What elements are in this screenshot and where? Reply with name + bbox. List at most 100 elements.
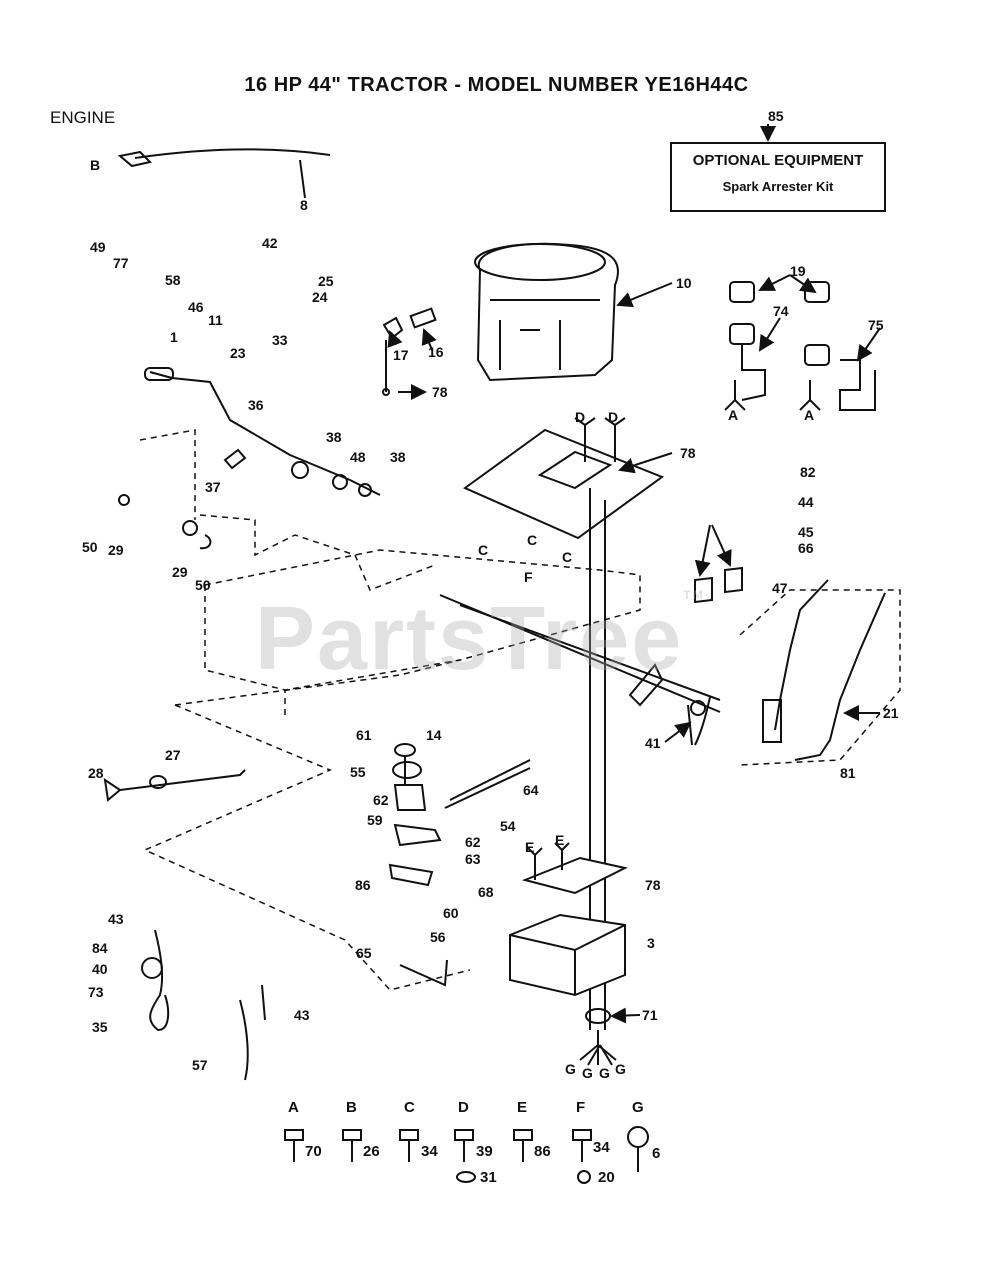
callout-G1: G [565, 1061, 576, 1077]
callout-68: 68 [478, 884, 494, 900]
callout-D1: D [575, 409, 585, 425]
callout-3: 3 [647, 935, 655, 951]
hardware-letter-G: G [632, 1099, 644, 1116]
hardware-letter-F: F [576, 1099, 585, 1116]
watermark-text: PartsTree [255, 589, 684, 689]
callout-36: 36 [248, 397, 264, 413]
callout-8: 8 [300, 197, 308, 213]
callout-54: 54 [500, 818, 516, 834]
callout-23: 23 [230, 345, 246, 361]
callout-43b: 43 [294, 1007, 310, 1023]
callout-16: 16 [428, 344, 444, 360]
hardware-sub-D: 31 [480, 1169, 497, 1186]
callout-F: F [524, 569, 533, 585]
callout-77: 77 [113, 255, 129, 271]
callout-71: 71 [642, 1007, 658, 1023]
callout-48: 48 [350, 449, 366, 465]
hardware-qty-F: 34 [593, 1139, 610, 1156]
callout-37: 37 [205, 479, 221, 495]
section-label: ENGINE [50, 108, 116, 127]
callout-C2: C [527, 532, 537, 548]
callout-50b: 50 [195, 577, 211, 593]
callout-79: 78 [680, 445, 696, 461]
callout-G3: G [599, 1065, 610, 1081]
callout-14: 14 [426, 727, 442, 743]
callout-84: 84 [92, 940, 108, 956]
callout-73: 73 [88, 984, 104, 1000]
hardware-qty-A: 70 [305, 1143, 322, 1160]
callout-35: 35 [92, 1019, 108, 1035]
hardware-letter-C: C [404, 1099, 415, 1116]
callout-38a: 38 [326, 429, 342, 445]
callout-C3: C [562, 549, 572, 565]
callout-65: 65 [356, 945, 372, 961]
optional-equipment-item: Spark Arrester Kit [722, 179, 834, 194]
callout-27: 27 [165, 747, 181, 763]
callout-64: 64 [523, 782, 539, 798]
callout-78-lower: 78 [645, 877, 661, 893]
optional-equipment-heading: OPTIONAL EQUIPMENT [692, 152, 864, 169]
callout-40: 40 [92, 961, 108, 977]
hardware-letter-B: B [346, 1099, 357, 1116]
callout-62b: 62 [465, 834, 481, 850]
callout-C1: C [478, 542, 488, 558]
callout-33: 33 [272, 332, 288, 348]
callout-19: 19 [790, 263, 806, 279]
callout-49: 49 [90, 239, 106, 255]
callout-11: 11 [208, 312, 223, 328]
callout-G4: G [615, 1061, 626, 1077]
callout-81: 81 [840, 765, 856, 781]
callout-1: 1 [170, 329, 178, 345]
callout-G2: G [582, 1065, 593, 1081]
hardware-qty-G: 6 [652, 1145, 660, 1162]
callout-29b: 29 [172, 564, 188, 580]
callout-78-top: 78 [432, 384, 448, 400]
watermark: PartsTreeTM [255, 588, 705, 691]
callout-A2: A [804, 407, 814, 423]
callout-43a: 43 [108, 911, 124, 927]
callout-28: 28 [88, 765, 104, 781]
callout-55: 55 [350, 764, 366, 780]
hardware-sub-F: 20 [598, 1169, 615, 1186]
callout-58: 58 [165, 272, 181, 288]
callout-85: 85 [768, 108, 784, 124]
callout-74: 74 [773, 303, 789, 319]
callout-44: 44 [798, 494, 814, 510]
callout-47: 47 [772, 580, 788, 596]
callout-B: B [90, 157, 100, 173]
callout-10: 10 [676, 275, 692, 291]
callout-66: 66 [798, 540, 814, 556]
callout-24: 24 [312, 289, 328, 305]
callout-21: 21 [883, 705, 899, 721]
callout-61: 61 [356, 727, 372, 743]
hardware-qty-D: 39 [476, 1143, 493, 1160]
callout-60: 60 [443, 905, 459, 921]
callout-59: 59 [367, 812, 383, 828]
hardware-letter-A: A [288, 1099, 299, 1116]
hardware-letter-D: D [458, 1099, 469, 1116]
callout-D2: D [608, 409, 618, 425]
callout-38b: 38 [390, 449, 406, 465]
page-title: 16 HP 44" TRACTOR - MODEL NUMBER YE16H44… [244, 74, 749, 96]
callout-57: 57 [192, 1057, 208, 1073]
optional-equipment-box: OPTIONAL EQUIPMENT Spark Arrester Kit [670, 142, 886, 212]
callout-45: 45 [798, 524, 814, 540]
callout-46: 46 [188, 299, 204, 315]
callout-50a: 50 [82, 539, 98, 555]
callout-62a: 62 [373, 792, 389, 808]
callout-25: 25 [318, 273, 334, 289]
hardware-qty-C: 34 [421, 1143, 438, 1160]
callout-75: 75 [868, 317, 884, 333]
callout-29a: 29 [108, 542, 124, 558]
hardware-letter-E: E [517, 1099, 527, 1116]
callout-E2: E [555, 832, 564, 848]
callout-86: 86 [355, 877, 371, 893]
engine-part [474, 242, 619, 382]
callout-41: 41 [645, 735, 661, 751]
callout-42: 42 [262, 235, 278, 251]
watermark-tm: TM [683, 588, 705, 602]
callout-82: 82 [800, 464, 816, 480]
callout-A1: A [728, 407, 738, 423]
callout-56: 56 [430, 929, 446, 945]
